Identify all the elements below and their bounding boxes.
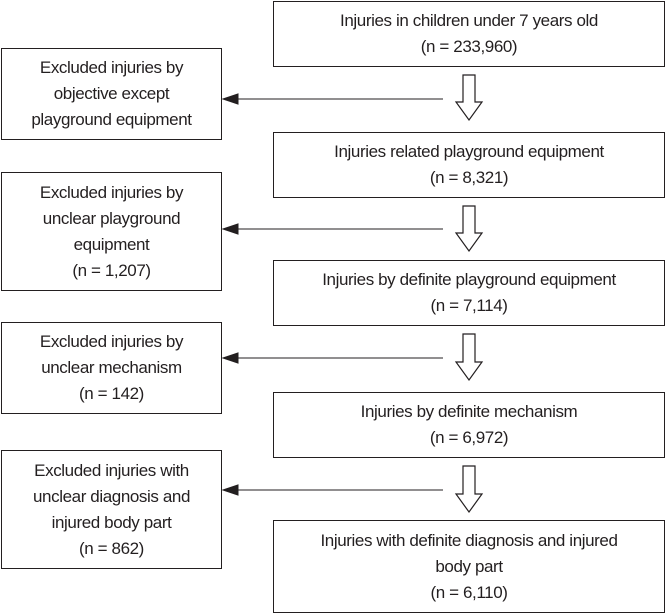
- main-flow-box-2-line-1: Injuries related playground equipment: [334, 142, 604, 161]
- exclusion-box-2-line-3: equipment: [73, 234, 150, 254]
- exclusion-box-1: Excluded injuries by objective except pl…: [1, 48, 222, 140]
- exclusion-box-2: Excluded injuries by unclear playground …: [1, 172, 222, 291]
- main-flow-box-4-line-1: Injuries by definite mechanism: [360, 402, 578, 421]
- exclusion-arrowhead-4: [221, 484, 239, 496]
- main-flow-box-3-count: (n = 7,114): [430, 296, 508, 315]
- exclusion-box-2-line-1: Excluded injuries by: [39, 182, 184, 202]
- down-arrow-2: [454, 205, 484, 253]
- main-flow-box-5-line-2: body part: [435, 556, 503, 576]
- exclusion-box-3-line-2: unclear mechanism: [41, 358, 182, 377]
- exclusion-box-3: Excluded injuries by unclear mechanism (…: [1, 322, 222, 414]
- main-flow-box-4-count: (n = 6,972): [429, 428, 509, 447]
- exclusion-arrowhead-3: [221, 352, 239, 364]
- exclusion-box-1-line-2: objective except: [53, 84, 170, 103]
- exclusion-box-4-line-2: unclear diagnosis and: [33, 486, 190, 506]
- exclusion-box-1-line-3: playground equipment: [31, 110, 192, 129]
- exclusion-box-4-count: (n = 862): [79, 538, 144, 558]
- exclusion-box-4: Excluded injuries with unclear diagnosis…: [1, 450, 222, 569]
- main-flow-box-1: Injuries in children under 7 years old (…: [273, 1, 665, 67]
- main-flow-box-2: Injuries related playground equipment (n…: [273, 132, 665, 198]
- main-flow-box-5-line-1: Injuries with definite diagnosis and inj…: [320, 530, 618, 550]
- main-flow-box-5-count: (n = 6,110): [430, 582, 508, 602]
- main-flow-box-1-line-1: Injuries in children under 7 years old: [340, 11, 598, 30]
- main-flow-box-1-count: (n = 233,960): [420, 37, 518, 56]
- main-flow-box-3: Injuries by definite playground equipmen…: [273, 260, 665, 326]
- exclusion-box-4-line-1: Excluded injuries with: [34, 460, 189, 480]
- exclusion-box-3-line-1: Excluded injuries by: [39, 332, 184, 351]
- main-flow-box-5: Injuries with definite diagnosis and inj…: [273, 520, 665, 613]
- exclusion-box-1-line-1: Excluded injuries by: [39, 58, 184, 77]
- down-arrow-3: [454, 333, 484, 382]
- down-arrow-4: [454, 465, 484, 514]
- main-flow-box-4: Injuries by definite mechanism (n = 6,97…: [273, 392, 665, 458]
- main-flow-box-3-line-1: Injuries by definite playground equipmen…: [322, 270, 616, 289]
- main-flow-box-2-count: (n = 8,321): [429, 168, 509, 187]
- exclusion-box-4-line-3: injured body part: [51, 512, 172, 532]
- down-arrow-1: [454, 74, 484, 122]
- exclusion-box-3-count: (n = 142): [79, 384, 144, 403]
- exclusion-arrowhead-2: [221, 223, 239, 235]
- exclusion-box-2-line-2: unclear playground: [42, 208, 181, 228]
- exclusion-arrowhead-1: [221, 93, 239, 105]
- exclusion-box-2-count: (n = 1,207): [72, 260, 151, 280]
